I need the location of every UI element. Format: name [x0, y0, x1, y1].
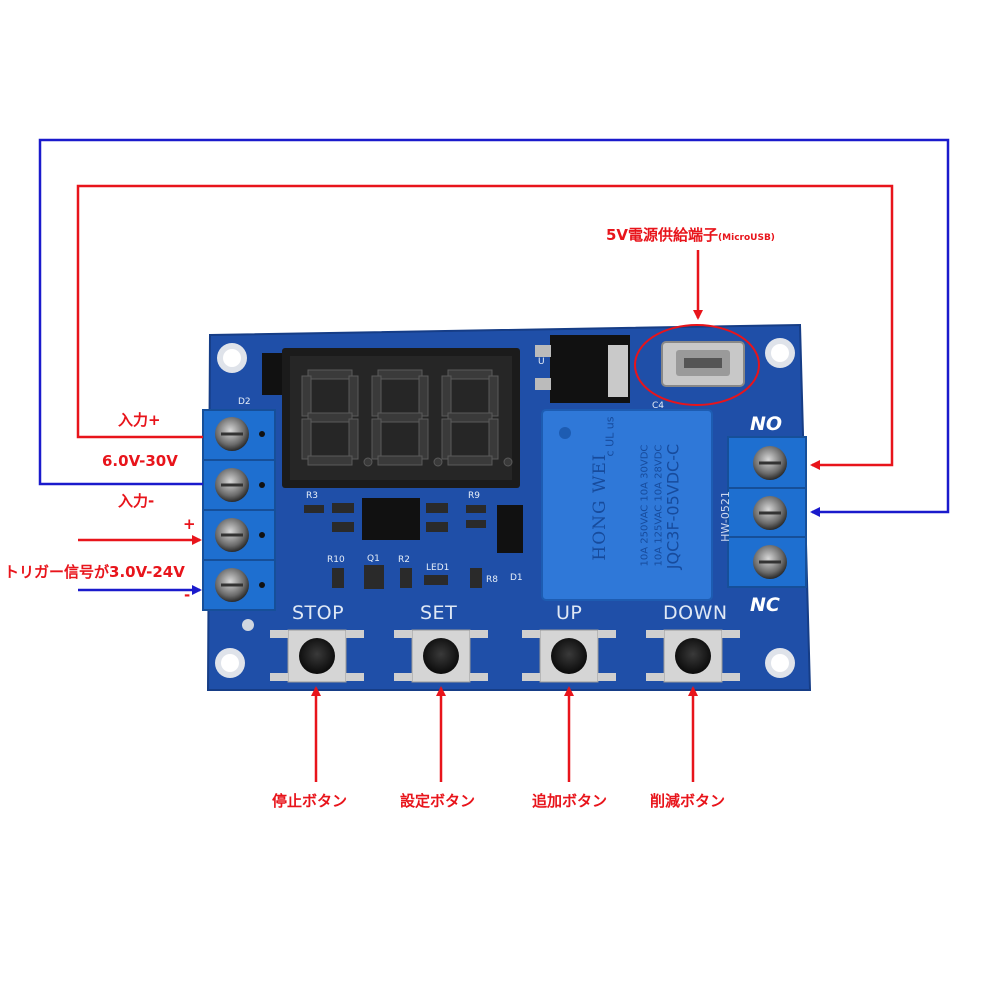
mounting-hole-bl — [215, 648, 245, 678]
board-model: HW-0521 — [718, 491, 732, 542]
input-terminal-block — [202, 409, 276, 611]
relay — [541, 409, 713, 601]
screw-terminal — [215, 568, 249, 602]
down-button-callout: 削減ボタン — [650, 792, 726, 810]
red-wire-loop — [76, 184, 894, 470]
relay-spec-1: 10A 250VAC 10A 30VDC — [639, 444, 651, 567]
r2-label: R2 — [398, 555, 410, 565]
screw-terminal — [753, 446, 787, 480]
r3-label: R3 — [306, 491, 318, 501]
trigger-plus-callout: + — [183, 515, 196, 533]
set-push-button[interactable] — [394, 629, 488, 683]
mounting-hole-br — [765, 648, 795, 678]
screw-terminal — [753, 545, 787, 579]
down-push-button[interactable] — [646, 629, 740, 683]
diode-d1 — [497, 505, 523, 553]
stop-push-button[interactable] — [270, 629, 364, 683]
d2-label: D2 — [238, 397, 251, 407]
seven-segment-display — [282, 348, 520, 488]
screw-terminal — [753, 496, 787, 530]
stop-label: STOP — [292, 602, 345, 624]
input-plus-callout: 入力+ — [118, 411, 161, 429]
screw-terminal — [215, 468, 249, 502]
blue-wire-loop — [38, 138, 950, 517]
screw-terminal — [215, 518, 249, 552]
up-push-button[interactable] — [522, 629, 616, 683]
smd-components — [304, 503, 486, 589]
mounting-hole-tl — [217, 343, 247, 373]
stop-button-callout: 停止ボタン — [272, 792, 348, 810]
screw-terminal — [215, 417, 249, 451]
nc-label: NC — [750, 594, 780, 616]
r8-label: R8 — [486, 575, 498, 585]
u-label: U — [538, 357, 545, 367]
d1-label: D1 — [510, 573, 523, 583]
q1-label: Q1 — [367, 554, 380, 564]
input-voltage-callout: 6.0V-30V — [102, 452, 178, 470]
up-button-callout: 追加ボタン — [532, 792, 608, 810]
r9-label: R9 — [468, 491, 480, 501]
micro-usb-port — [661, 341, 745, 387]
usb-power-text: 5V電源供給端子 — [606, 226, 719, 244]
set-button-callout: 設定ボタン — [400, 792, 476, 810]
up-label: UP — [556, 602, 583, 624]
voltage-regulator — [535, 335, 630, 403]
input-minus-callout: 入力- — [118, 492, 155, 510]
down-label: DOWN — [663, 602, 728, 624]
no-label: NO — [750, 413, 783, 435]
usb-power-callout: 5V電源供給端子(MicroUSB) — [606, 228, 775, 243]
r10-label: R10 — [327, 555, 345, 565]
set-label: SET — [420, 602, 458, 624]
led1-label: LED1 — [426, 563, 450, 573]
diode-d2 — [262, 353, 282, 395]
trigger-signal-callout: トリガー信号が3.0V-24V — [4, 563, 185, 581]
usb-power-note: (MicroUSB) — [718, 233, 775, 243]
relay-spec-2: 10A 125VAC 10A 28VDC — [653, 444, 665, 567]
c4-label: C4 — [652, 401, 665, 411]
relay-ul-mark: c UL us — [603, 416, 617, 457]
pad — [242, 619, 254, 631]
trigger-minus-callout: - — [184, 586, 191, 604]
relay-terminal-block — [727, 436, 807, 588]
mounting-hole-tr — [765, 338, 795, 368]
usb-highlight-circle — [634, 324, 760, 406]
ic-chip — [362, 498, 420, 540]
relay-model: JQC3F-05VDC-C — [663, 443, 683, 570]
